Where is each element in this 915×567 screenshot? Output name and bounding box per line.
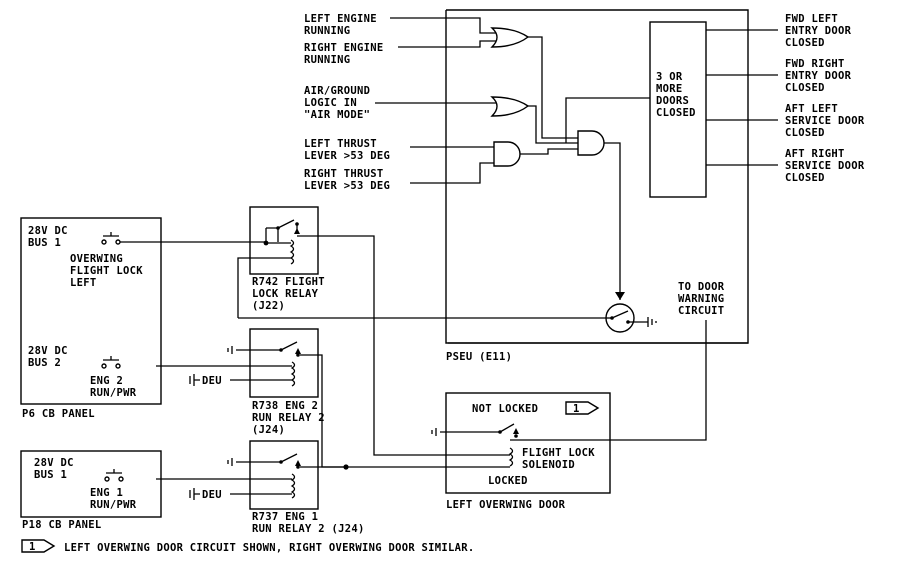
r742-2: LOCK RELAY <box>252 288 319 300</box>
to-door-warning-1: TO DOOR <box>678 281 725 293</box>
wires <box>120 235 748 470</box>
p6-bus2-2: BUS 2 <box>28 357 61 369</box>
relay-coil-icon <box>289 239 295 265</box>
to-door-warning-2: WARNING <box>678 293 724 305</box>
and-gate-main <box>577 130 605 156</box>
doors-logic-box <box>649 21 707 198</box>
deu-737: DEU <box>202 489 222 501</box>
door-fwd-right-1: FWD RIGHT <box>785 58 845 70</box>
door-fwd-left-1: FWD LEFT <box>785 13 838 25</box>
p6-bus2-1: 28V DC <box>28 345 68 357</box>
note-flag-icon <box>21 539 56 553</box>
r742-1: R742 FLIGHT <box>252 276 325 288</box>
door-aft-left-3: CLOSED <box>785 127 825 139</box>
door-aft-right-2: SERVICE DOOR <box>785 160 865 172</box>
ground-icon <box>227 458 233 466</box>
p6-cb-panel: P6 CB PANEL 28V DC BUS 1 OVERWING FLIGHT… <box>20 217 162 420</box>
door-not-locked: NOT LOCKED <box>472 403 538 415</box>
pseu-module: PSEU (E11) LEFT ENGINE RUNNING RIGHT ENG… <box>304 9 865 363</box>
relay-r742: R742 FLIGHT LOCK RELAY (J22) <box>237 206 325 318</box>
p6-label: P6 CB PANEL <box>22 408 95 420</box>
input-right-thrust-1: RIGHT THRUST <box>304 168 383 180</box>
p18-bus1-2: BUS 1 <box>34 469 67 481</box>
input-air-ground-1: AIR/GROUND <box>304 85 370 97</box>
r737-1: R737 ENG 1 <box>252 511 318 523</box>
relay-coil-icon <box>290 361 296 387</box>
doors-box-4: CLOSED <box>656 107 696 119</box>
p6-cb1-1: OVERWING <box>70 253 123 265</box>
input-air-ground-3: "AIR MODE" <box>304 109 370 121</box>
and-gate-thrust <box>493 141 521 167</box>
footnote-text: LEFT OVERWING DOOR CIRCUIT SHOWN, RIGHT … <box>64 542 475 554</box>
note-flag-icon <box>565 401 600 415</box>
doors-box-2: MORE <box>656 83 683 95</box>
input-right-engine-2: RUNNING <box>304 54 350 66</box>
door-fwd-right-2: ENTRY DOOR <box>785 70 852 82</box>
door-aft-right-3: CLOSED <box>785 172 825 184</box>
p18-cb1-2: RUN/PWR <box>90 499 137 511</box>
solenoid-coil-icon <box>508 447 514 467</box>
solenoid-2: SOLENOID <box>522 459 575 471</box>
deu-connector-icon <box>189 488 200 500</box>
door-aft-left-2: SERVICE DOOR <box>785 115 865 127</box>
pseu-label: PSEU (E11) <box>446 351 512 363</box>
door-fwd-left-2: ENTRY DOOR <box>785 25 852 37</box>
door-aft-left-1: AFT LEFT <box>785 103 838 115</box>
input-right-engine-1: RIGHT ENGINE <box>304 42 383 54</box>
p6-cb2-1: ENG 2 <box>90 375 123 387</box>
deu-connector-icon <box>189 374 200 386</box>
input-left-engine-1: LEFT ENGINE <box>304 13 377 25</box>
p18-bus1-1: 28V DC <box>34 457 74 469</box>
input-left-thrust-1: LEFT THRUST <box>304 138 377 150</box>
ground-icon <box>431 428 437 436</box>
p6-bus1-1: 28V DC <box>28 225 68 237</box>
r738-1: R738 ENG 2 <box>252 400 318 412</box>
p6-cb1-3: LEFT <box>70 277 97 289</box>
p6-cb2-2: RUN/PWR <box>90 387 137 399</box>
ground-icon <box>227 346 233 354</box>
p18-cb-panel: P18 CB PANEL 28V DC BUS 1 ENG 1 RUN/PWR <box>20 450 162 531</box>
relay-r737: R737 ENG 1 RUN RELAY 2 (J24) DEU <box>156 440 365 535</box>
left-overwing-door: LEFT OVERWING DOOR NOT LOCKED 1 FLIGHT L… <box>431 392 611 511</box>
door-fwd-right-3: CLOSED <box>785 82 825 94</box>
p18-cb1-1: ENG 1 <box>90 487 123 499</box>
r737-2: RUN RELAY 2 (J24) <box>252 523 365 535</box>
r738-3: (J24) <box>252 424 285 436</box>
input-left-thrust-2: LEVER >53 DEG <box>304 150 390 162</box>
footnote: 1 LEFT OVERWING DOOR CIRCUIT SHOWN, RIGH… <box>21 539 475 554</box>
door-fwd-left-3: CLOSED <box>785 37 825 49</box>
solenoid-1: FLIGHT LOCK <box>522 447 595 459</box>
doors-box-1: 3 OR <box>656 71 683 83</box>
relay-r738: R738 ENG 2 RUN RELAY 2 (J24) DEU <box>156 328 325 436</box>
doors-box-3: DOORS <box>656 95 689 107</box>
input-left-engine-2: RUNNING <box>304 25 350 37</box>
r738-2: RUN RELAY 2 <box>252 412 325 424</box>
to-door-warning-3: CIRCUIT <box>678 305 724 317</box>
p6-bus1-2: BUS 1 <box>28 237 61 249</box>
door-note-ref: 1 <box>573 403 580 415</box>
p6-cb1-2: FLIGHT LOCK <box>70 265 143 277</box>
door-locked: LOCKED <box>488 475 528 487</box>
r742-3: (J22) <box>252 300 285 312</box>
input-air-ground-2: LOGIC IN <box>304 97 357 109</box>
or-gate-engines <box>490 27 530 48</box>
relay-coil-icon <box>290 473 296 499</box>
circuit-breaker-icon <box>101 356 121 369</box>
input-right-thrust-2: LEVER >53 DEG <box>304 180 390 192</box>
footnote-ref: 1 <box>29 541 36 553</box>
door-label: LEFT OVERWING DOOR <box>446 499 566 511</box>
or-gate-air <box>490 96 530 117</box>
circuit-breaker-icon <box>104 469 124 482</box>
door-aft-right-1: AFT RIGHT <box>785 148 845 160</box>
deu-738: DEU <box>202 375 222 387</box>
p18-label: P18 CB PANEL <box>22 519 101 531</box>
pseu-ground-icon <box>647 317 657 327</box>
circuit-breaker-icon <box>101 232 121 245</box>
